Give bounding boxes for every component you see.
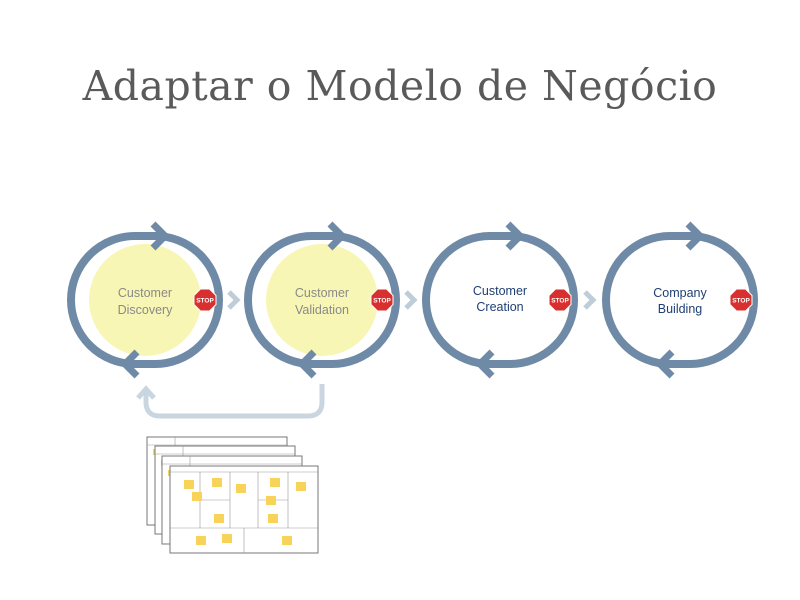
stage-label-line1: Customer xyxy=(118,286,172,300)
slide-title: Adaptar o Modelo de Negócio xyxy=(82,62,718,110)
stop-sign-icon: STOP xyxy=(548,288,572,312)
stage-label-line2: Discovery xyxy=(118,303,174,317)
stop-label: STOP xyxy=(732,297,750,304)
business-model-canvas-stack-icon xyxy=(146,436,319,554)
stop-sign-icon: STOP xyxy=(729,288,753,312)
stage-customer-validation: Customer Validation xyxy=(248,224,396,376)
next-arrow-icon xyxy=(583,290,597,310)
stage-customer-discovery: Customer Discovery xyxy=(71,224,219,376)
stop-label: STOP xyxy=(551,297,569,304)
stage-label-line2: Creation xyxy=(476,300,523,314)
stage-fill xyxy=(266,244,378,356)
stop-label: STOP xyxy=(373,297,391,304)
stage-company-building: Company Building xyxy=(606,224,754,376)
stop-label: STOP xyxy=(196,297,214,304)
feedback-loop-arrow-icon xyxy=(136,384,325,419)
stage-label-line1: Company xyxy=(653,286,707,300)
stage-fill xyxy=(89,244,201,356)
stop-sign-icon: STOP xyxy=(370,288,394,312)
stage-label-line1: Customer xyxy=(473,284,527,298)
stage-label-line2: Validation xyxy=(295,303,349,317)
next-arrow-icon xyxy=(227,290,241,310)
stage-customer-creation: Customer Creation xyxy=(426,224,574,376)
next-arrow-icon xyxy=(404,290,418,310)
stage-label-line1: Customer xyxy=(295,286,349,300)
stage-label-line2: Building xyxy=(658,302,703,316)
stop-sign-icon: STOP xyxy=(193,288,217,312)
